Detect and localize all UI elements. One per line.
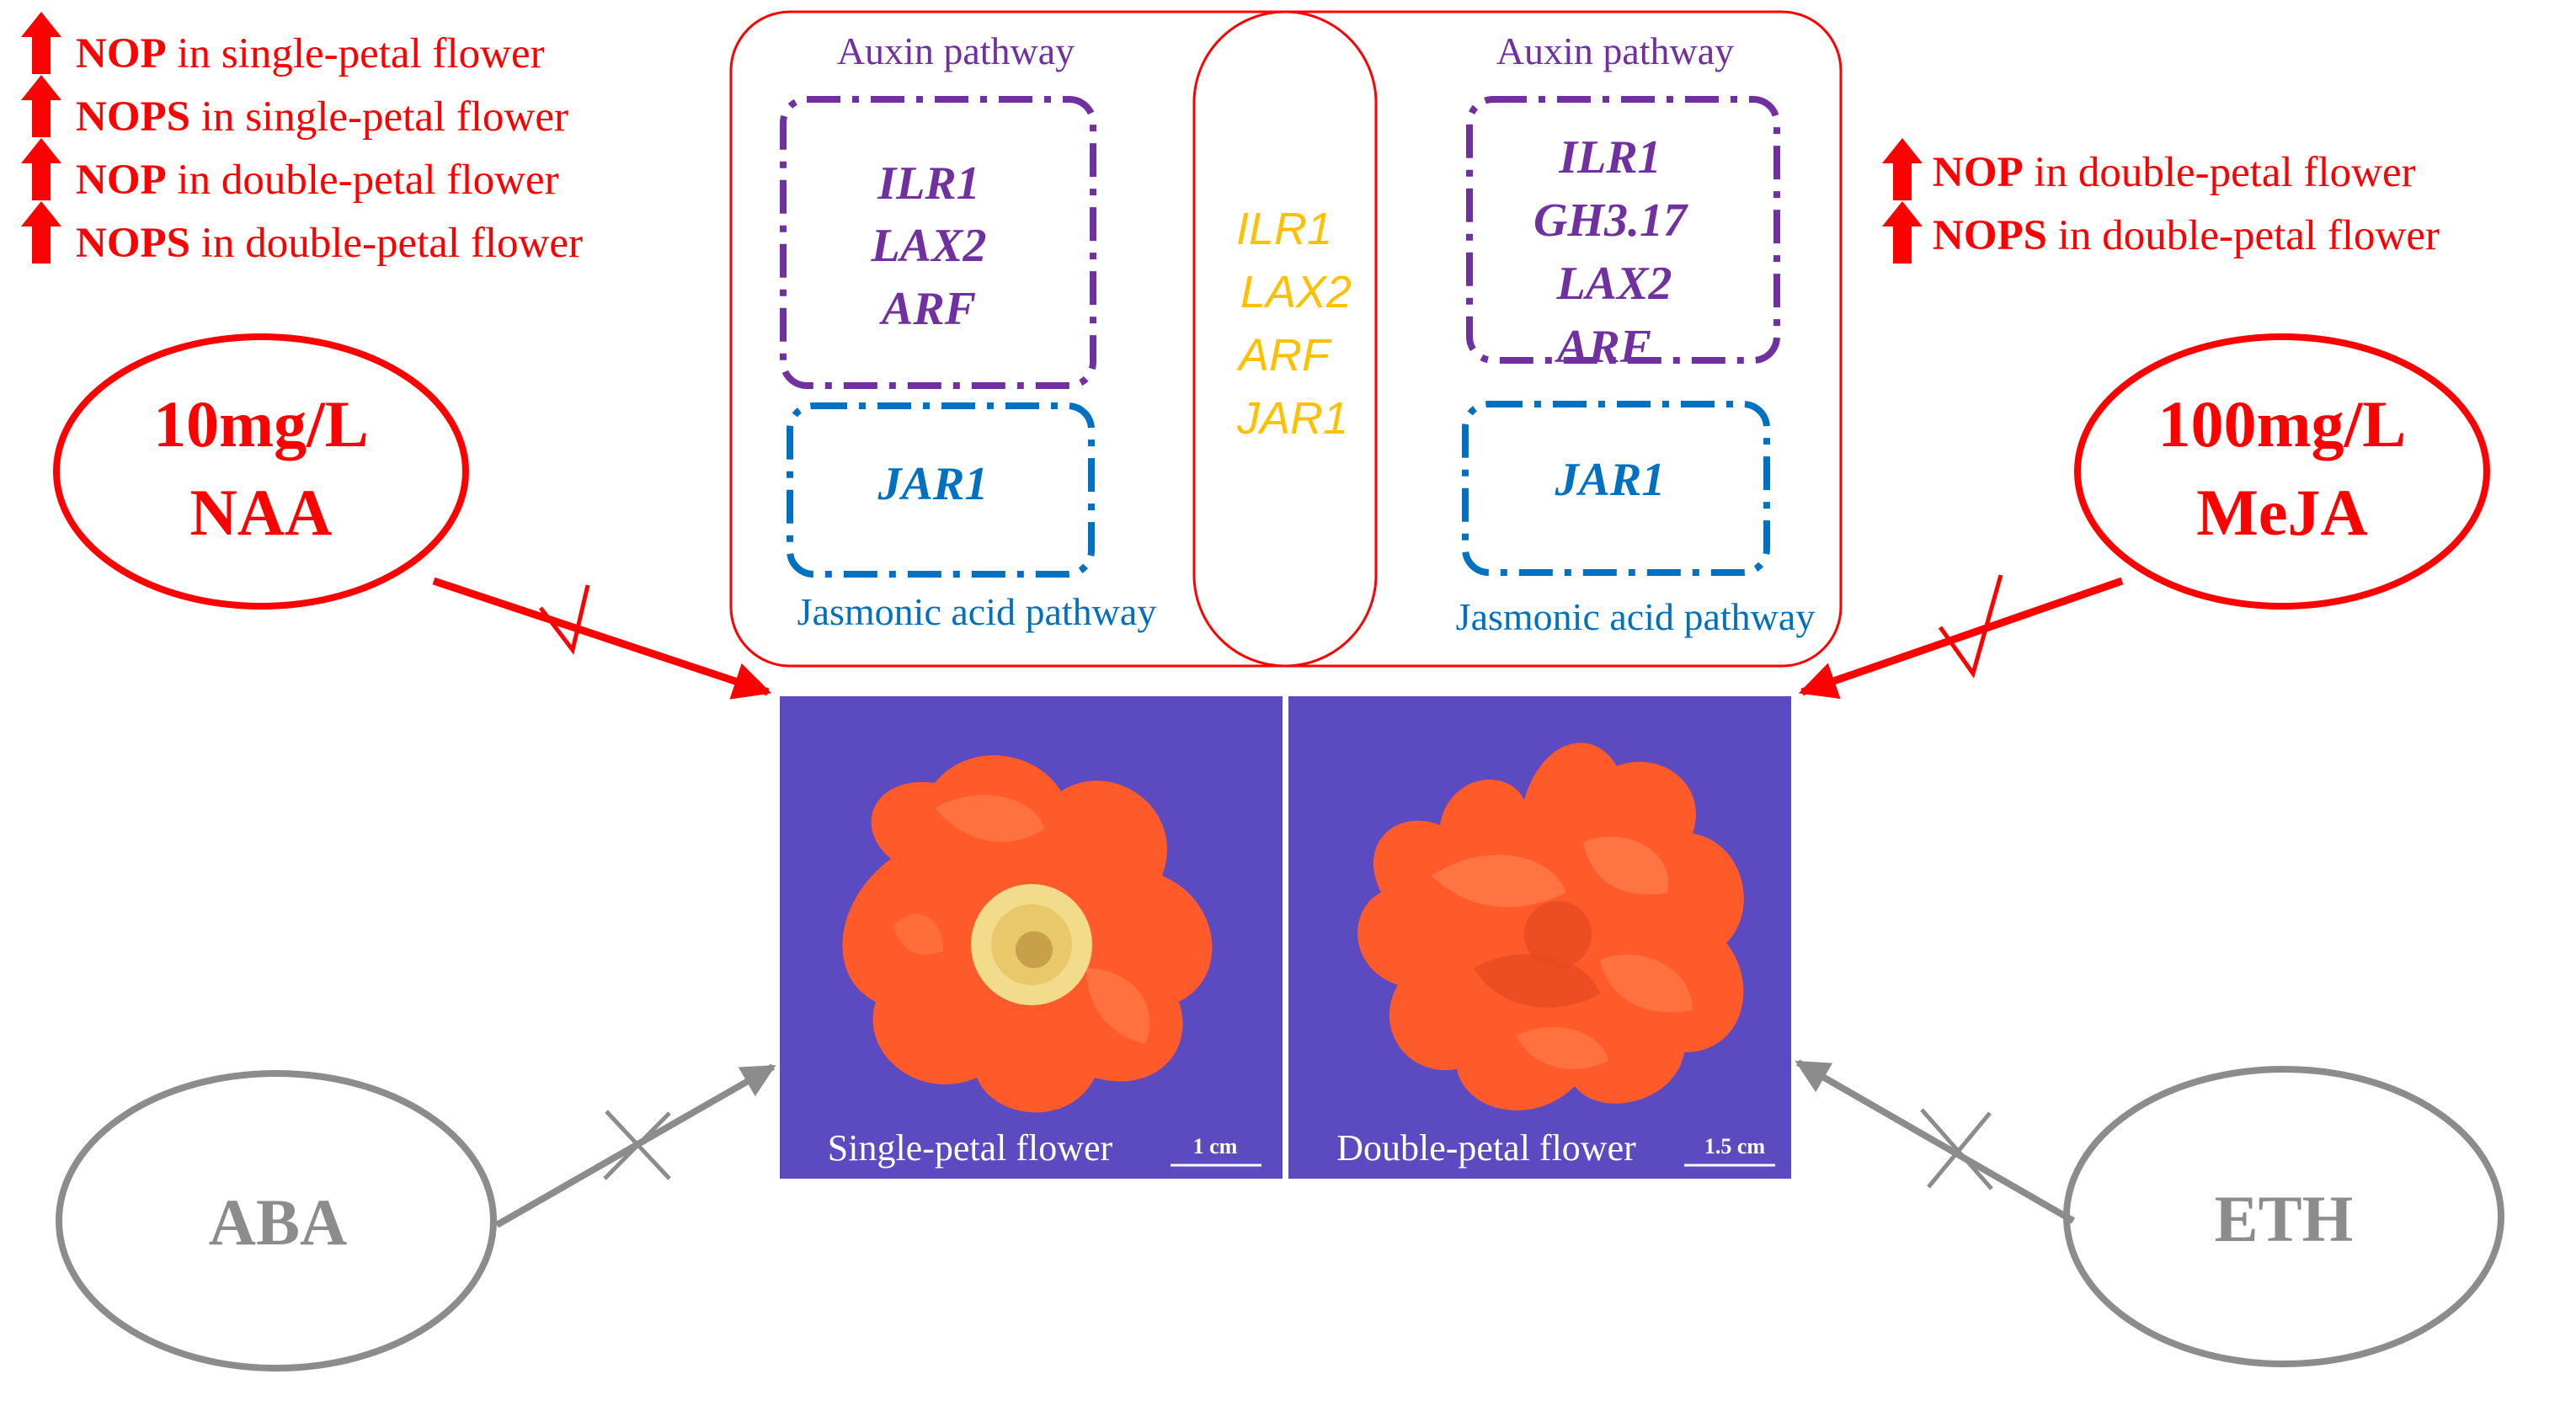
right-ja-box [1462,401,1770,576]
note-bold: NOPS [76,93,190,141]
eth-label: ETH [2215,1182,2354,1255]
left-note-2: NOPS in single-petal flower [21,75,568,141]
meja-treatment: 100mg/L MeJA [2074,333,2490,610]
right-auxin-gene: LAX2 [1556,258,1672,310]
left-ja-gene: JAR1 [877,458,989,510]
up-arrow-icon [21,75,61,137]
eth-treatment: ETH [2063,1066,2504,1367]
svg-text:NOP in double-petal flower: NOP in double-petal flower [76,157,559,204]
naa-name: NAA [190,476,333,549]
shared-genes-capsule [1192,10,1378,668]
left-auxin-gene: ILR1 [877,157,979,210]
shared-gene: ARF [1236,330,1332,381]
svg-text:NOP in single-petal flower: NOP in single-petal flower [76,30,545,77]
meja-concentration: 100mg/L [2158,387,2407,461]
note-bold: NOP [76,30,167,77]
naa-ellipse [53,333,469,610]
note-text: in single-petal flower [190,93,568,141]
up-arrow-icon [21,201,61,264]
left-auxin-title: Auxin pathway [837,29,1075,72]
double-scale-label: 1.5 cm [1704,1134,1766,1158]
left-note-4: NOPS in double-petal flower [21,201,583,267]
left-note-1: NOP in single-petal flower [21,12,545,77]
arrows [432,574,2124,1228]
note-text: in double-petal flower [2024,149,2416,196]
shared-gene: ILR1 [1236,204,1332,254]
cross-mark-icon [603,1110,671,1180]
note-bold: NOPS [76,220,190,267]
right-auxin-box [1466,96,1780,364]
double-petal-photo: Double-petal flower 1.5 cm [1288,696,1791,1179]
up-arrow-icon [1882,201,1923,264]
aba-treatment: ABA [56,1070,497,1371]
meja-arrow [1798,577,2124,699]
right-notes: NOP in double-petal flower NOPS in doubl… [1882,138,2440,264]
meja-ellipse [2074,333,2490,610]
check-mark-icon [1938,574,2003,679]
shared-gene: LAX2 [1240,267,1352,317]
left-auxin-gene: LAX2 [871,220,987,272]
svg-text:NOPS in double-petal flower: NOPS in double-petal flower [1933,212,2440,259]
meja-name: MeJA [2196,476,2368,549]
left-note-3: NOP in double-petal flower [21,138,559,204]
double-flower-image [1357,743,1744,1110]
left-auxin-box [780,96,1096,389]
right-note-2: NOPS in double-petal flower [1882,201,2440,264]
right-ja-title: Jasmonic acid pathway [1456,595,1816,638]
left-ja-box [787,402,1095,578]
note-text: in double-petal flower [167,157,559,204]
right-auxin-gene: GH3.17 [1533,194,1688,247]
single-flower-image [842,755,1213,1113]
naa-concentration: 10mg/L [153,387,369,461]
right-note-1: NOP in double-petal flower [1882,138,2416,200]
left-ja-title: Jasmonic acid pathway [797,590,1157,633]
right-auxin-gene: ARF [1555,321,1651,373]
note-bold: NOPS [1933,212,2047,259]
aba-label: ABA [209,1185,348,1259]
right-auxin-gene: ILR1 [1558,131,1661,184]
left-notes: NOP in single-petal flower NOPS in singl… [21,12,583,267]
right-ja-gene: JAR1 [1555,454,1666,506]
cross-mark-icon [1920,1108,1993,1190]
note-text: in single-petal flower [167,30,545,77]
single-petal-photo: Single-petal flower 1 cm [780,696,1283,1179]
up-arrow-icon [21,12,61,74]
aba-ellipse [56,1070,497,1371]
right-auxin-title: Auxin pathway [1496,29,1734,72]
note-text: in double-petal flower [190,220,583,267]
up-arrow-icon [1882,138,1923,200]
single-caption: Single-petal flower [828,1127,1113,1169]
note-text: in double-petal flower [2047,212,2440,259]
note-bold: NOP [1933,149,2024,196]
check-mark-icon [539,584,590,655]
svg-text:NOPS in double-petal flower: NOPS in double-petal flower [76,220,583,267]
single-scale-label: 1 cm [1193,1134,1238,1158]
left-auxin-gene: ARF [879,283,976,335]
naa-treatment: 10mg/L NAA [53,333,469,610]
shared-gene: JAR1 [1236,393,1348,444]
note-bold: NOP [76,157,167,204]
svg-text:NOPS in single-petal flower: NOPS in single-petal flower [76,93,568,141]
naa-arrow [432,577,772,700]
pathway-frame: Auxin pathway ILR1 LAX2 ARF JAR1 Jasmoni… [729,10,1843,668]
double-caption: Double-petal flower [1336,1127,1636,1169]
up-arrow-icon [21,138,61,200]
eth-arrow [1795,1059,2075,1224]
svg-text:NOP in double-petal flower: NOP in double-petal flower [1933,149,2416,196]
